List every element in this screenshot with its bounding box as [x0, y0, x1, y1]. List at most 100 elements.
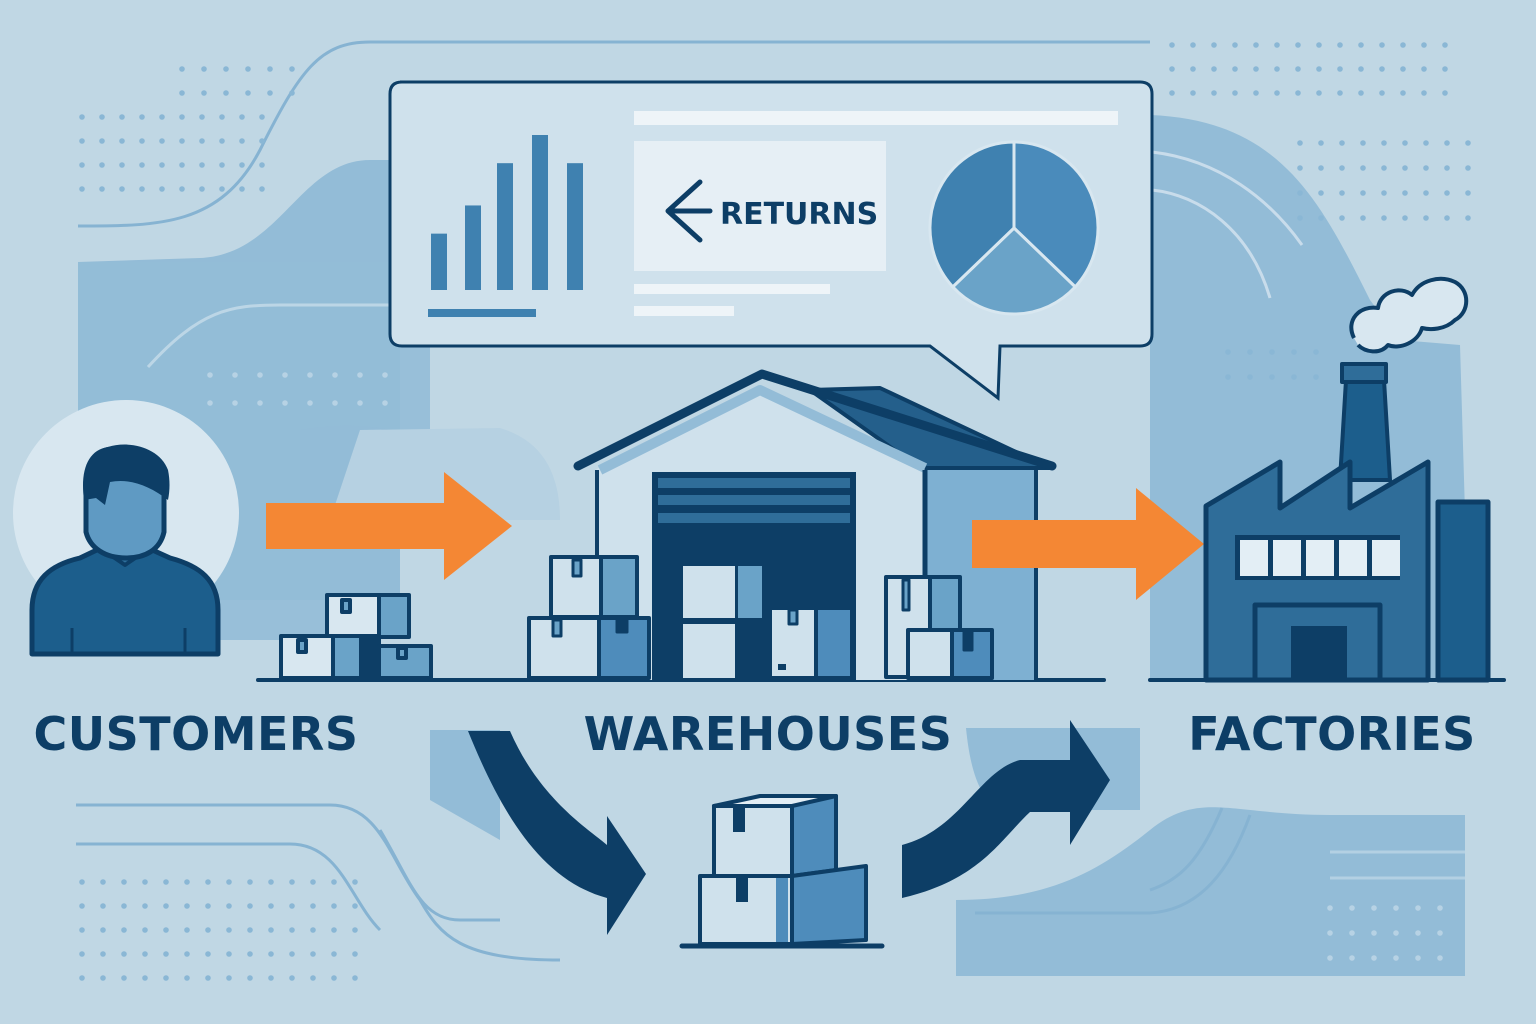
bg-dot — [226, 975, 232, 981]
bg-dot — [268, 975, 274, 981]
bg-dot — [1423, 215, 1429, 221]
text-placeholder-line — [634, 284, 830, 294]
bg-dot — [1291, 349, 1297, 355]
bg-dot — [199, 114, 205, 120]
bg-dot — [332, 372, 338, 378]
bg-dot — [268, 927, 274, 933]
bg-dot — [239, 162, 245, 168]
bg-dot — [1402, 140, 1408, 146]
bg-dot — [139, 138, 145, 144]
bg-dot — [247, 927, 253, 933]
bg-dot — [310, 975, 316, 981]
bg-dot — [159, 186, 165, 192]
bg-dot — [357, 400, 363, 406]
bg-dot — [1318, 165, 1324, 171]
bg-dot — [257, 372, 263, 378]
factories-node: FACTORIES — [1148, 276, 1506, 761]
bg-dot — [1402, 190, 1408, 196]
bg-dot — [1211, 66, 1217, 72]
bg-dot — [331, 975, 337, 981]
bg-dot — [1465, 215, 1471, 221]
bg-dot — [1400, 42, 1406, 48]
person-icon — [29, 444, 221, 657]
bg-dot — [289, 66, 295, 72]
bg-dot — [79, 975, 85, 981]
bg-dot — [289, 951, 295, 957]
bg-dot — [121, 903, 127, 909]
bg-line-bottom-right-3 — [1149, 807, 1224, 892]
factory-window — [1273, 540, 1301, 576]
bg-arc-2 — [1151, 188, 1272, 299]
bg-dot — [100, 975, 106, 981]
bg-dot — [1211, 42, 1217, 48]
bg-dot — [1415, 955, 1421, 961]
bg-dot — [1190, 90, 1196, 96]
bg-dot — [1232, 66, 1238, 72]
bg-dot — [1465, 140, 1471, 146]
bg-dot — [239, 114, 245, 120]
bg-dot — [1393, 955, 1399, 961]
bg-dot — [226, 879, 232, 885]
bg-dot — [289, 975, 295, 981]
boxes-icon — [279, 593, 433, 680]
bg-dot — [1442, 90, 1448, 96]
bg-dot — [163, 927, 169, 933]
bg-dot — [100, 927, 106, 933]
bg-dot — [1393, 905, 1399, 911]
flow-arrow-customers-to-warehouses — [266, 472, 512, 580]
bg-dot — [179, 114, 185, 120]
bg-dot — [268, 903, 274, 909]
bg-dot — [352, 879, 358, 885]
return-arrow-to-goods — [468, 731, 646, 935]
bar-chart-bar — [431, 233, 447, 290]
bar-chart-bar — [567, 163, 583, 290]
bg-dot — [310, 951, 316, 957]
bg-dot — [1274, 90, 1280, 96]
bg-dot — [1381, 165, 1387, 171]
bg-dot — [1360, 190, 1366, 196]
bg-dot — [307, 400, 313, 406]
pie-chart-slice — [950, 225, 1078, 316]
warehouse-icon — [527, 369, 1057, 680]
bg-dot — [1297, 165, 1303, 171]
bg-dot — [310, 879, 316, 885]
bg-dot — [79, 951, 85, 957]
bg-dot — [1358, 66, 1364, 72]
bg-dot — [79, 186, 85, 192]
bg-dot — [121, 951, 127, 957]
bg-shape-bottom-right — [956, 807, 1465, 976]
bg-dot — [205, 879, 211, 885]
factory-icon — [1203, 276, 1491, 683]
bg-dot — [1253, 42, 1259, 48]
bg-dot — [1225, 374, 1231, 380]
bg-dot — [1318, 140, 1324, 146]
bg-dot — [247, 951, 253, 957]
bg-dot — [1393, 930, 1399, 936]
bg-dot — [79, 879, 85, 885]
bg-dot — [1316, 90, 1322, 96]
bg-dot — [1442, 66, 1448, 72]
bg-dot — [219, 114, 225, 120]
bg-dot — [1169, 42, 1175, 48]
bg-dot — [1253, 90, 1259, 96]
bg-dot — [99, 186, 105, 192]
bg-dot — [1421, 42, 1427, 48]
bg-dot — [1327, 955, 1333, 961]
bar-chart-bar — [497, 163, 513, 290]
bg-dot — [1327, 930, 1333, 936]
bg-dot — [1381, 215, 1387, 221]
bg-dot — [163, 903, 169, 909]
bg-line-bottom-left-2 — [76, 842, 382, 932]
bg-dot — [1423, 165, 1429, 171]
return-arrow-to-factories — [902, 720, 1110, 898]
bg-dot — [257, 400, 263, 406]
bg-dot — [1339, 190, 1345, 196]
bg-dot — [119, 186, 125, 192]
bg-dot — [1442, 42, 1448, 48]
bg-dot — [289, 903, 295, 909]
bg-dot — [1291, 374, 1297, 380]
bg-dot — [1360, 140, 1366, 146]
bg-dot — [1358, 90, 1364, 96]
bg-dot — [331, 927, 337, 933]
bg-dot — [1313, 374, 1319, 380]
